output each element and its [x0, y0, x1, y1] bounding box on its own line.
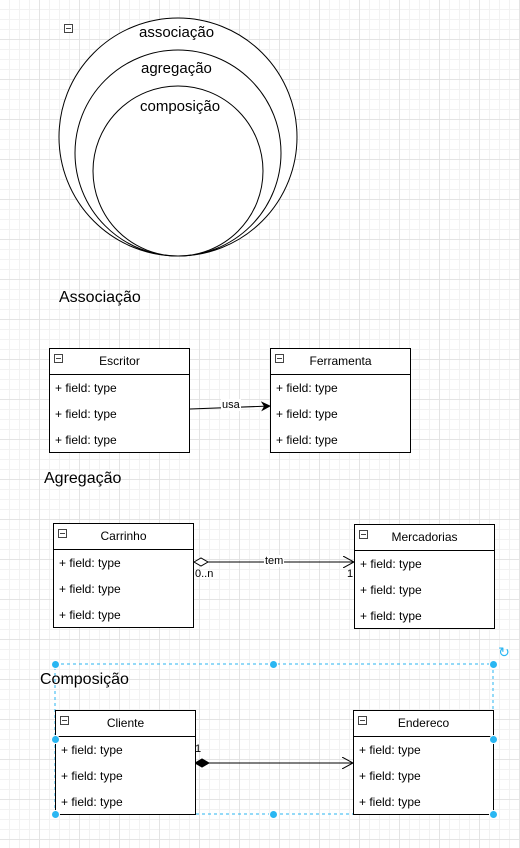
aggregation-label[interactable]: tem — [264, 555, 285, 567]
collapse-icon[interactable] — [54, 354, 63, 363]
collapse-icon[interactable] — [64, 24, 73, 33]
class-field[interactable]: + field: type — [61, 795, 123, 809]
class-name: Ferramenta — [309, 354, 372, 368]
resize-handle-top-left[interactable] — [51, 660, 60, 669]
resize-handle-bottom-left[interactable] — [51, 810, 60, 819]
resize-handle-bottom[interactable] — [269, 810, 278, 819]
class-name: Mercadorias — [391, 530, 458, 544]
resize-handle-bottom-right[interactable] — [489, 810, 498, 819]
class-header[interactable]: Carrinho — [54, 524, 193, 550]
rotate-icon[interactable]: ↻ — [498, 644, 510, 660]
class-field[interactable]: + field: type — [276, 433, 338, 447]
class-field[interactable]: + field: type — [59, 556, 121, 570]
class-field[interactable]: + field: type — [61, 769, 123, 783]
collapse-icon[interactable] — [359, 530, 368, 539]
aggregation-source-multiplicity: 0..n — [195, 568, 214, 580]
class-field[interactable]: + field: type — [276, 381, 338, 395]
class-field[interactable]: + field: type — [359, 795, 421, 809]
resize-handle-left[interactable] — [51, 735, 60, 744]
class-header[interactable]: Mercadorias — [355, 525, 494, 551]
class-field[interactable]: + field: type — [360, 557, 422, 571]
class-endereco[interactable]: Endereco + field: type + field: type + f… — [353, 710, 494, 815]
class-name: Endereco — [397, 716, 450, 730]
collapse-icon[interactable] — [60, 716, 69, 725]
class-field[interactable]: + field: type — [55, 381, 117, 395]
class-field[interactable]: + field: type — [59, 608, 121, 622]
class-name: Cliente — [106, 716, 145, 730]
circle-composicao[interactable] — [92, 85, 264, 257]
collapse-icon[interactable] — [58, 529, 67, 538]
middle-circle-label: agregação — [141, 60, 212, 77]
class-field[interactable]: + field: type — [359, 743, 421, 757]
section-title-associacao: Associação — [59, 289, 141, 306]
class-header[interactable]: Cliente — [56, 711, 195, 737]
resize-handle-top-right[interactable] — [489, 660, 498, 669]
class-field[interactable]: + field: type — [55, 433, 117, 447]
class-field[interactable]: + field: type — [61, 743, 123, 757]
class-escritor[interactable]: Escritor + field: type + field: type + f… — [49, 348, 190, 453]
section-title-agregacao: Agregação — [44, 470, 122, 487]
class-mercadorias[interactable]: Mercadorias + field: type + field: type … — [354, 524, 495, 629]
class-field[interactable]: + field: type — [360, 609, 422, 623]
class-field[interactable]: + field: type — [59, 582, 121, 596]
class-field[interactable]: + field: type — [360, 583, 422, 597]
class-field[interactable]: + field: type — [55, 407, 117, 421]
class-field[interactable]: + field: type — [276, 407, 338, 421]
collapse-icon[interactable] — [358, 716, 367, 725]
class-cliente[interactable]: Cliente + field: type + field: type + fi… — [55, 710, 196, 815]
class-name: Escritor — [99, 354, 140, 368]
class-ferramenta[interactable]: Ferramenta + field: type + field: type +… — [270, 348, 411, 453]
class-field[interactable]: + field: type — [359, 769, 421, 783]
class-header[interactable]: Escritor — [50, 349, 189, 375]
outer-circle-label: associação — [139, 24, 215, 41]
association-label[interactable]: usa — [221, 399, 241, 411]
section-title-composicao: Composição — [40, 671, 129, 688]
inner-circle-label: composição — [140, 98, 221, 115]
resize-handle-top[interactable] — [269, 660, 278, 669]
class-header[interactable]: Endereco — [354, 711, 493, 737]
resize-handle-right[interactable] — [489, 735, 498, 744]
collapse-icon[interactable] — [275, 354, 284, 363]
aggregation-target-multiplicity: 1 — [347, 568, 354, 580]
composition-source-multiplicity: 1 — [195, 743, 202, 755]
class-name: Carrinho — [100, 529, 147, 543]
class-carrinho[interactable]: Carrinho + field: type + field: type + f… — [53, 523, 194, 628]
class-header[interactable]: Ferramenta — [271, 349, 410, 375]
